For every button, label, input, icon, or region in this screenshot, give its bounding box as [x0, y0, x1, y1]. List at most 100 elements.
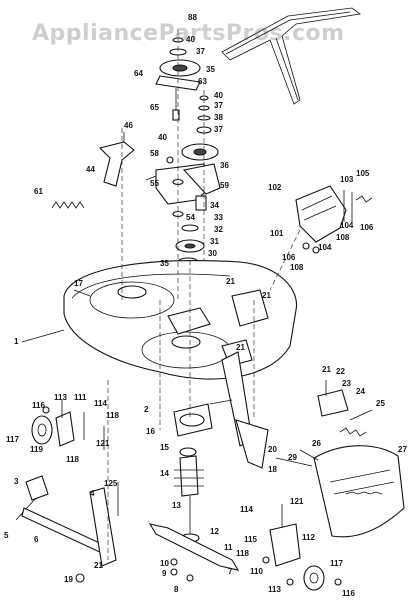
callout-59: 59: [220, 181, 229, 190]
belt-88: [221, 7, 361, 105]
callout-32: 32: [214, 225, 223, 234]
callout-63: 63: [198, 77, 207, 86]
callout-23: 23: [342, 379, 351, 388]
callout-115: 115: [244, 535, 257, 544]
callout-30: 30: [208, 249, 217, 258]
callout-19: 19: [64, 575, 73, 584]
callout-6: 6: [34, 535, 39, 544]
callout-101: 101: [270, 229, 284, 238]
alignment-lines: [107, 30, 301, 560]
middle-pulley-stack: [181, 95, 219, 161]
callout-116: 116: [32, 401, 45, 410]
callout-9: 9: [162, 569, 167, 578]
callout-33: 33: [214, 213, 223, 222]
callout-13: 13: [172, 501, 181, 510]
callout-105: 105: [356, 169, 370, 178]
callout-106: 106: [360, 223, 374, 232]
callout-21: 21: [262, 291, 271, 300]
callout-16: 16: [146, 427, 155, 436]
leader-lines: [21, 175, 373, 467]
callout-7: 7: [228, 567, 233, 576]
callout-21: 21: [322, 365, 331, 374]
callout-108: 108: [290, 263, 304, 272]
callout-25: 25: [376, 399, 385, 408]
callout-34: 34: [210, 201, 219, 210]
left-gauge-wheel: [31, 400, 105, 450]
watermark-logo: AppliancePartsPros.com: [32, 21, 345, 46]
callout-112: 112: [302, 533, 315, 542]
callout-117: 117: [6, 435, 19, 444]
mower-deck: [63, 260, 298, 380]
callout-65: 65: [150, 103, 159, 112]
callout-108: 108: [336, 233, 350, 242]
callout-114: 114: [94, 399, 107, 408]
callout-125: 125: [104, 479, 118, 488]
lower-pulley: [175, 224, 205, 267]
callout-46: 46: [124, 121, 133, 130]
callout-3: 3: [14, 477, 19, 486]
callout-26: 26: [312, 439, 321, 448]
callout-4: 4: [90, 489, 95, 498]
callout-8: 8: [174, 585, 179, 594]
callout-11: 11: [224, 543, 233, 552]
callout-5: 5: [4, 531, 9, 540]
front-link-bar: [15, 475, 119, 583]
callout-labels: 88 40 37 35 64 63 40 37 38 37 65 40 36 4…: [4, 13, 407, 598]
spring-61: [51, 201, 85, 209]
callout-14: 14: [160, 469, 169, 478]
callout-118: 118: [106, 411, 119, 420]
blade-hardware: [170, 558, 194, 582]
callout-116: 116: [342, 589, 355, 598]
callout-64: 64: [134, 69, 143, 78]
callout-29: 29: [288, 453, 297, 462]
callout-37: 37: [196, 47, 205, 56]
right-bracket: [317, 380, 367, 437]
callout-118: 118: [236, 549, 249, 558]
callout-15: 15: [160, 443, 169, 452]
spindle-assembly: [173, 403, 213, 543]
callout-27: 27: [398, 445, 407, 454]
callout-113: 113: [54, 393, 67, 402]
callout-117: 117: [330, 559, 343, 568]
callout-35: 35: [160, 259, 169, 268]
blade-11: [148, 523, 240, 571]
callout-22: 22: [336, 367, 345, 376]
callout-37: 37: [214, 125, 223, 134]
callout-104: 104: [340, 221, 354, 230]
callout-1: 1: [14, 337, 19, 346]
callout-104: 104: [318, 243, 332, 252]
callout-40: 40: [186, 35, 195, 44]
callout-113: 113: [268, 585, 281, 594]
callout-12: 12: [210, 527, 219, 536]
callout-40: 40: [214, 91, 223, 100]
callout-36: 36: [220, 161, 229, 170]
callout-20: 20: [268, 445, 277, 454]
callout-21: 21: [226, 277, 235, 286]
right-gauge-wheel: [262, 504, 342, 591]
callout-106: 106: [282, 253, 296, 262]
callout-2: 2: [144, 405, 149, 414]
callout-35: 35: [206, 65, 215, 74]
callout-55: 55: [150, 179, 159, 188]
callout-121: 121: [96, 439, 110, 448]
callout-38: 38: [214, 113, 223, 122]
callout-10: 10: [160, 559, 169, 568]
callout-17: 17: [74, 279, 83, 288]
belt-guard-44: [98, 132, 135, 187]
callout-44: 44: [86, 165, 95, 174]
callout-114: 114: [240, 505, 253, 514]
callout-31: 31: [210, 237, 219, 246]
callout-18: 18: [268, 465, 277, 474]
callout-58: 58: [150, 149, 159, 158]
callout-102: 102: [268, 183, 282, 192]
lift-arms: [209, 351, 269, 469]
discharge-chute-27: [313, 445, 405, 538]
callout-118: 118: [66, 455, 79, 464]
callout-40: 40: [158, 133, 167, 142]
callout-24: 24: [356, 387, 365, 396]
callout-103: 103: [340, 175, 354, 184]
callout-61: 61: [34, 187, 43, 196]
callout-88: 88: [188, 13, 197, 22]
callout-110: 110: [250, 567, 263, 576]
